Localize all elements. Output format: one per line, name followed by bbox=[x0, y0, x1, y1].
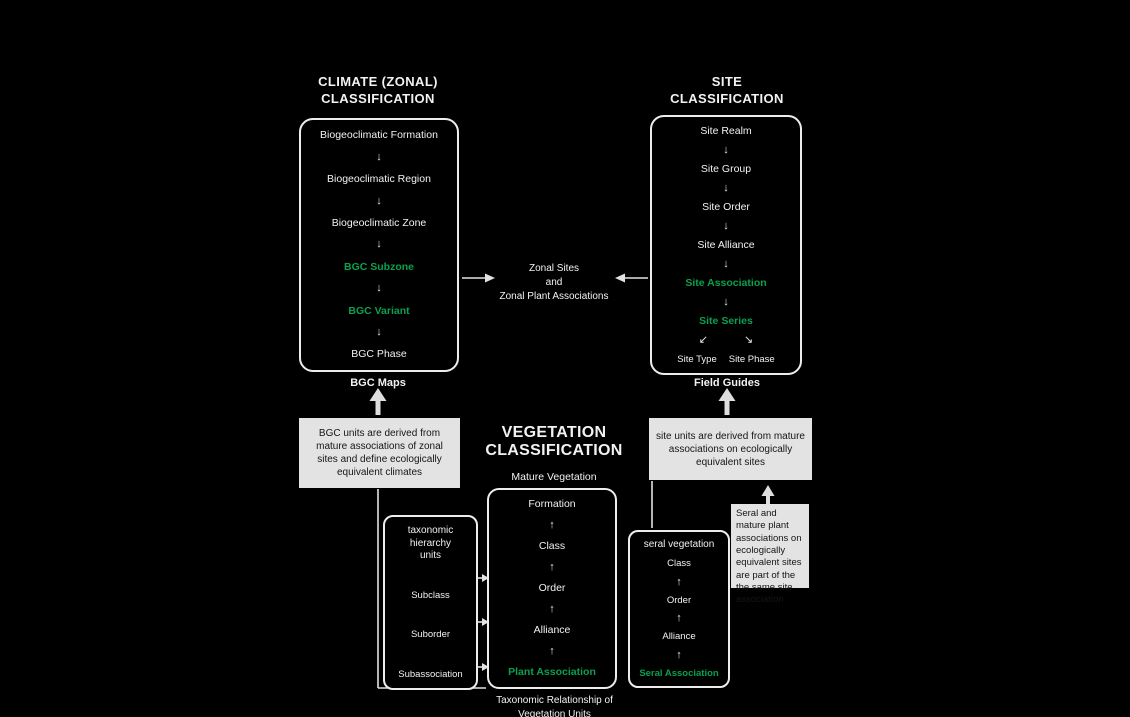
climate-level-variant: BGC Variant bbox=[348, 304, 410, 317]
down-arrow-icon: ↓ bbox=[376, 150, 382, 163]
vegetation-level-alliance: Alliance bbox=[533, 624, 571, 637]
site-level-realm: Site Realm bbox=[700, 125, 752, 137]
zonal-link-line1: Zonal Sites bbox=[528, 263, 580, 274]
subdivision-title-line1: taxonomic hierarchy bbox=[407, 525, 454, 549]
climate-classification-box: Biogeoclimatic Formation ↓ Biogeoclimati… bbox=[299, 118, 459, 372]
up-arrow-icon: ↑ bbox=[676, 648, 682, 661]
subdivision-item-subassociation: Subassociation bbox=[398, 668, 463, 680]
site-level-type: Site Type bbox=[677, 353, 717, 365]
bgc-maps-arrow-head bbox=[369, 388, 387, 401]
field-guides-arrow-head bbox=[718, 388, 736, 401]
down-arrow-icon: ↓ bbox=[376, 194, 382, 207]
branch-right-arrow-icon: ↘ bbox=[744, 334, 754, 347]
subdivision-item-suborder: Suborder bbox=[410, 629, 451, 641]
climate-level-region: Biogeoclimatic Region bbox=[327, 172, 431, 185]
seral-level-seral-association: Seral Association bbox=[639, 667, 719, 679]
subdivision-title-line2: units bbox=[419, 550, 442, 561]
up-arrow-icon: ↑ bbox=[676, 612, 682, 625]
vegetation-title-line1: VEGETATION bbox=[501, 424, 607, 441]
taxonomic-relationship-caption: Taxonomic Relationship of Vegetation Uni… bbox=[482, 694, 627, 717]
site-classification-title: SITE CLASSIFICATION bbox=[647, 74, 807, 108]
bgc-maps-arrow-shaft bbox=[375, 400, 381, 415]
vegetation-classification-title: VEGETATION CLASSIFICATION bbox=[478, 424, 630, 461]
vegetation-classification-box: Formation ↑ Class ↑ Order ↑ Alliance ↑ P… bbox=[487, 488, 617, 689]
vegetation-title-line2: CLASSIFICATION bbox=[485, 442, 623, 460]
site-level-association: Site Association bbox=[685, 277, 767, 290]
climate-note: BGC units are derived from mature associ… bbox=[299, 418, 460, 488]
zonal-link-line2: and bbox=[545, 277, 563, 288]
site-level-series: Site Series bbox=[699, 315, 753, 328]
vegetation-level-order: Order bbox=[538, 582, 566, 595]
down-arrow-icon: ↓ bbox=[723, 181, 729, 194]
zonal-link-line3: Zonal Plant Associations bbox=[499, 291, 609, 302]
vegetation-level-formation: Formation bbox=[528, 498, 576, 510]
subdivision-item-subclass: Subclass bbox=[411, 590, 450, 602]
down-arrow-icon: ↓ bbox=[376, 282, 382, 295]
vegetation-level-plant-association: Plant Association bbox=[508, 666, 596, 679]
climate-title-line1: CLIMATE (ZONAL) bbox=[318, 74, 438, 89]
up-arrow-icon: ↑ bbox=[549, 603, 555, 616]
climate-level-zone: Biogeoclimatic Zone bbox=[331, 216, 427, 229]
site-series-branch-arrows: ↙ ↘ bbox=[699, 335, 753, 346]
field-guides-arrow-shaft bbox=[724, 400, 730, 415]
down-arrow-icon: ↓ bbox=[376, 238, 382, 251]
subdivision-units-box: taxonomic hierarchy units Subclass Subor… bbox=[383, 515, 478, 690]
site-branch-row: Site Type Site Phase bbox=[677, 354, 774, 365]
down-arrow-icon: ↓ bbox=[376, 326, 382, 339]
seral-units-box: seral vegetation Class ↑ Order ↑ Allianc… bbox=[628, 530, 730, 688]
site-level-alliance: Site Alliance bbox=[697, 239, 755, 252]
climate-classification-title: CLIMATE (ZONAL) CLASSIFICATION bbox=[288, 74, 468, 108]
seral-level-alliance: Alliance bbox=[662, 631, 696, 643]
subdivision-units-title: taxonomic hierarchy units bbox=[388, 525, 473, 563]
down-arrow-icon: ↓ bbox=[723, 220, 729, 233]
seral-units-title: seral vegetation bbox=[643, 539, 715, 550]
climate-level-formation: Biogeoclimatic Formation bbox=[320, 129, 438, 141]
climate-level-phase: BGC Phase bbox=[351, 348, 407, 361]
zonal-link-text: Zonal Sites and Zonal Plant Associations bbox=[489, 262, 619, 304]
up-arrow-icon: ↑ bbox=[676, 575, 682, 588]
up-arrow-icon: ↑ bbox=[549, 645, 555, 658]
seral-level-class: Class bbox=[667, 558, 691, 570]
taxonomic-caption-line2: Vegetation Units bbox=[518, 709, 591, 717]
up-arrow-icon: ↑ bbox=[549, 518, 555, 531]
vegetation-level-class: Class bbox=[538, 540, 566, 553]
branch-left-arrow-icon: ↙ bbox=[698, 334, 708, 347]
site-level-group: Site Group bbox=[700, 163, 752, 176]
down-arrow-icon: ↓ bbox=[723, 143, 729, 156]
site-note: site units are derived from mature assoc… bbox=[649, 418, 812, 480]
seral-note: Seral and mature plant associations on e… bbox=[731, 504, 809, 605]
climate-title-line2: CLASSIFICATION bbox=[321, 90, 435, 106]
site-title-line2: CLASSIFICATION bbox=[670, 90, 784, 106]
seral-note-arrow-head bbox=[761, 485, 775, 496]
seral-level-order: Order bbox=[666, 594, 692, 606]
site-level-order: Site Order bbox=[702, 201, 750, 214]
climate-level-subzone: BGC Subzone bbox=[344, 260, 414, 273]
bgc-maps-caption: BGC Maps bbox=[350, 377, 406, 389]
up-arrow-icon: ↑ bbox=[549, 560, 555, 573]
site-classification-box: Site Realm ↓ Site Group ↓ Site Order ↓ S… bbox=[650, 115, 802, 375]
mature-vegetation-label: Mature Vegetation bbox=[511, 471, 597, 483]
seral-note-arrow-shaft bbox=[766, 495, 770, 504]
taxonomic-caption-line1: Taxonomic Relationship of bbox=[496, 695, 613, 706]
site-level-phase: Site Phase bbox=[728, 353, 775, 365]
site-title-line1: SITE bbox=[711, 74, 743, 89]
down-arrow-icon: ↓ bbox=[723, 296, 729, 309]
down-arrow-icon: ↓ bbox=[723, 258, 729, 271]
field-guides-caption: Field Guides bbox=[693, 377, 760, 389]
